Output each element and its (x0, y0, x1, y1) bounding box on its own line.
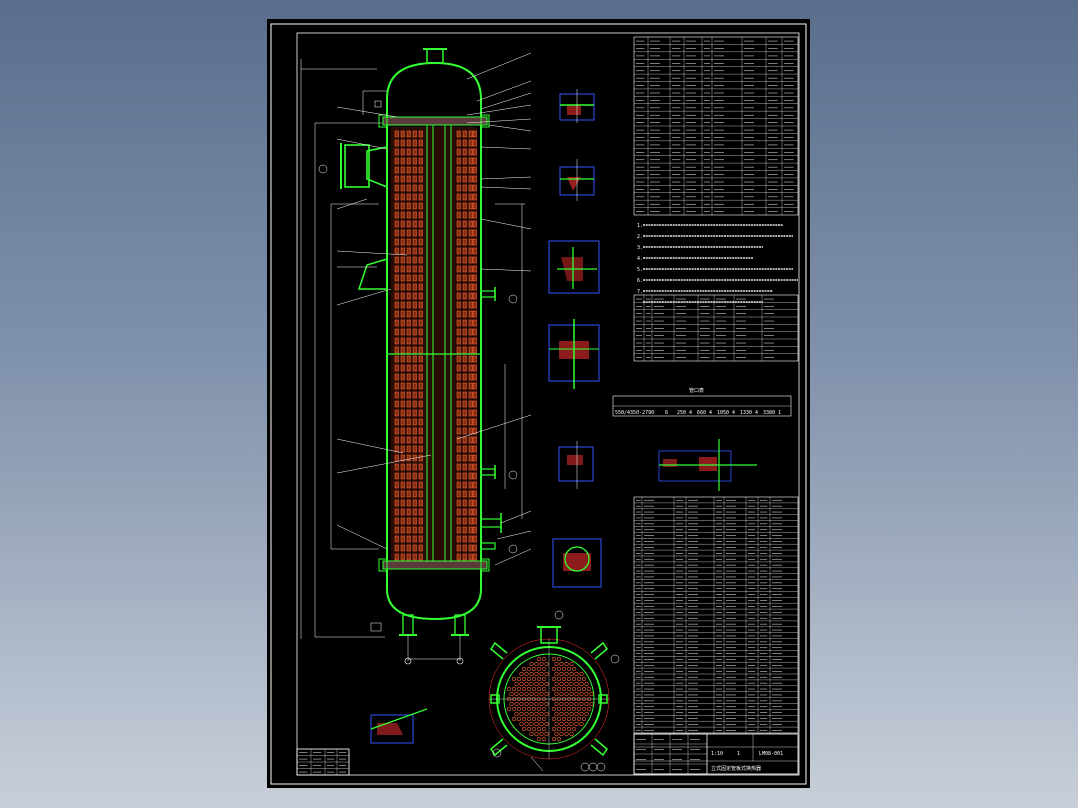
numbers-table-caption: 管口表 (689, 387, 704, 394)
numbers-cell: 1050 (717, 410, 729, 416)
numbers-table-row: 550/4350-2790 6 250 4 660 4 1050 4 1330 … (615, 410, 781, 416)
numbers-cell: 1 (778, 410, 781, 416)
revision-block (296, 748, 350, 776)
numbers-cell: 1330 (740, 410, 752, 416)
numbers-cell: 250 (677, 410, 686, 416)
tech-line: 6. (637, 278, 643, 284)
tech-line: 7. (637, 289, 643, 295)
drawing-name: 立式固定管板式换热器 (711, 765, 761, 772)
nozzle-table (633, 294, 799, 362)
detail-views (370, 89, 757, 744)
outer-frame (270, 23, 807, 785)
parts-list-table (633, 496, 799, 734)
numbers-cell: 4 (732, 410, 735, 416)
tech-line: 1. (637, 223, 643, 229)
title-block: LM08-001 立式固定管板式换热器 1:10 1 (633, 733, 799, 775)
title-block-grid (633, 733, 708, 775)
drawing-sheet: 管口表 550/4350-2790 6 250 4 660 4 1050 4 1… (267, 19, 810, 788)
tech-text-lines (643, 224, 798, 303)
drawing-sheet-number: 1 (737, 751, 740, 757)
tech-line: 3. (637, 245, 643, 251)
drawing-scale: 1:10 (711, 751, 723, 757)
numbers-cell: 4 (689, 410, 692, 416)
tube-bundle (394, 130, 477, 561)
vessel-elevation (300, 48, 532, 665)
tables (633, 36, 799, 734)
tech-line: 2. (637, 234, 643, 240)
numbers-cell: 4 (709, 410, 712, 416)
section-view (488, 610, 620, 772)
inner-frame (296, 32, 800, 776)
numbers-cell: 3380 (763, 410, 775, 416)
technical-requirements: 1. 2. 3. 4. 5. 6. 7. (637, 223, 798, 303)
numbers-table: 管口表 550/4350-2790 6 250 4 660 4 1050 4 1… (612, 387, 792, 417)
numbers-cell: 6 (665, 410, 668, 416)
tech-line: 4. (637, 256, 643, 262)
engineering-drawing: 管口表 550/4350-2790 6 250 4 660 4 1050 4 1… (270, 23, 807, 785)
numbers-cell: 4 (755, 410, 758, 416)
numbers-cell: 660 (697, 410, 706, 416)
numbers-cell: 550/4350-2790 (615, 410, 654, 416)
drawing-number: LM08-001 (759, 751, 783, 757)
tech-line: 5. (637, 267, 643, 273)
design-data-table (633, 36, 799, 216)
